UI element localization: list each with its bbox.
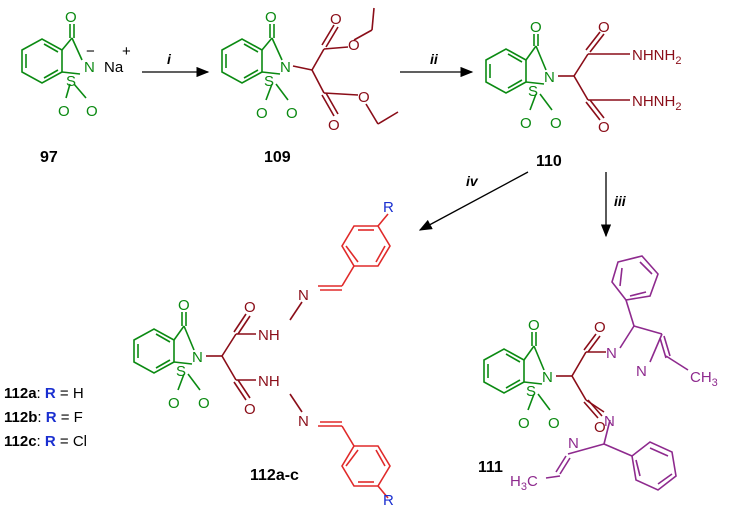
hydrazide-label: NHNH2 bbox=[632, 47, 681, 67]
compound-97: O N − Na + S O O 97 bbox=[21, 9, 131, 166]
atom-o: O bbox=[528, 317, 540, 334]
atom-o: O bbox=[168, 395, 180, 412]
atom-o: O bbox=[65, 9, 77, 26]
atom-nh: NH bbox=[258, 327, 280, 344]
atom-n: N bbox=[544, 69, 555, 86]
hydrazide-label: NHNH2 bbox=[632, 93, 681, 113]
atom-o: O bbox=[86, 103, 98, 120]
substituent-entry: 112a: R = H bbox=[4, 385, 84, 402]
atom-o: O bbox=[518, 415, 530, 432]
arrow-step-ii: ii bbox=[400, 51, 474, 78]
compound-label: 111 bbox=[478, 459, 503, 476]
atom-o: O bbox=[198, 395, 210, 412]
atom-o: O bbox=[594, 419, 606, 436]
atom-n: N bbox=[636, 363, 647, 380]
atom-s: S bbox=[66, 73, 76, 90]
atom-n: N bbox=[568, 435, 579, 452]
arrow-step-iii: iii bbox=[600, 172, 627, 238]
step-label: iv bbox=[466, 173, 479, 189]
substituent-entry: 112c: R = Cl bbox=[4, 433, 87, 450]
atom-o: O bbox=[598, 119, 610, 136]
compound-label: 110 bbox=[536, 153, 562, 170]
atom-nh: NH bbox=[258, 373, 280, 390]
atom-n: N bbox=[604, 413, 615, 430]
atom-n: N bbox=[84, 59, 95, 76]
substituent-r: R bbox=[383, 199, 394, 216]
step-label: iii bbox=[614, 193, 627, 209]
atom-o: O bbox=[530, 19, 542, 36]
atom-n: N bbox=[298, 287, 309, 304]
atom-s: S bbox=[264, 73, 274, 90]
step-label: i bbox=[167, 51, 172, 67]
atom-o: O bbox=[256, 105, 268, 122]
atom-o: O bbox=[550, 115, 562, 132]
methyl-label: CH3 bbox=[690, 369, 718, 389]
atom-s: S bbox=[176, 363, 186, 380]
compound-label: 97 bbox=[40, 149, 58, 166]
compound-109: O N S O O O O O O 109 bbox=[221, 7, 399, 166]
atom-o: O bbox=[178, 297, 190, 314]
substituent-entry: 112b: R = F bbox=[4, 409, 83, 426]
atom-o: O bbox=[286, 105, 298, 122]
arrow-step-iv: iv bbox=[418, 171, 529, 231]
atom-o: O bbox=[594, 319, 606, 336]
atom-n: N bbox=[280, 59, 291, 76]
methyl-label: H3C bbox=[510, 473, 538, 493]
sodium-label: Na bbox=[104, 59, 124, 76]
charge-plus: + bbox=[122, 43, 131, 60]
atom-o: O bbox=[330, 11, 342, 28]
atom-o: O bbox=[598, 19, 610, 36]
arrow-step-i: i bbox=[142, 51, 210, 78]
compound-110: O N S O O O O NHNH2 NHNH2 110 bbox=[485, 19, 681, 170]
step-label: ii bbox=[430, 51, 439, 67]
atom-s: S bbox=[526, 383, 536, 400]
compound-label: 109 bbox=[264, 149, 291, 166]
atom-o: O bbox=[548, 415, 560, 432]
atom-o: O bbox=[58, 103, 70, 120]
substituent-r: R bbox=[383, 492, 394, 506]
charge-minus: − bbox=[86, 43, 95, 60]
substituent-list: 112a: R = H 112b: R = F 112c: R = Cl bbox=[4, 385, 87, 450]
atom-o: O bbox=[244, 401, 256, 418]
atom-o: O bbox=[328, 117, 340, 134]
atom-n: N bbox=[298, 413, 309, 430]
atom-o: O bbox=[520, 115, 532, 132]
atom-o: O bbox=[348, 37, 360, 54]
compound-112: O N S O O O O NH NH N N R R 112a-c bbox=[133, 199, 394, 506]
atom-o: O bbox=[244, 299, 256, 316]
atom-n: N bbox=[542, 369, 553, 386]
atom-o: O bbox=[265, 9, 277, 26]
atom-s: S bbox=[528, 83, 538, 100]
compound-label: 112a-c bbox=[250, 467, 299, 484]
atom-o: O bbox=[358, 89, 370, 106]
atom-n: N bbox=[606, 345, 617, 362]
compound-111: O N S O O O O N N N N CH3 H3C 111 bbox=[478, 255, 718, 493]
atom-n: N bbox=[192, 349, 203, 366]
